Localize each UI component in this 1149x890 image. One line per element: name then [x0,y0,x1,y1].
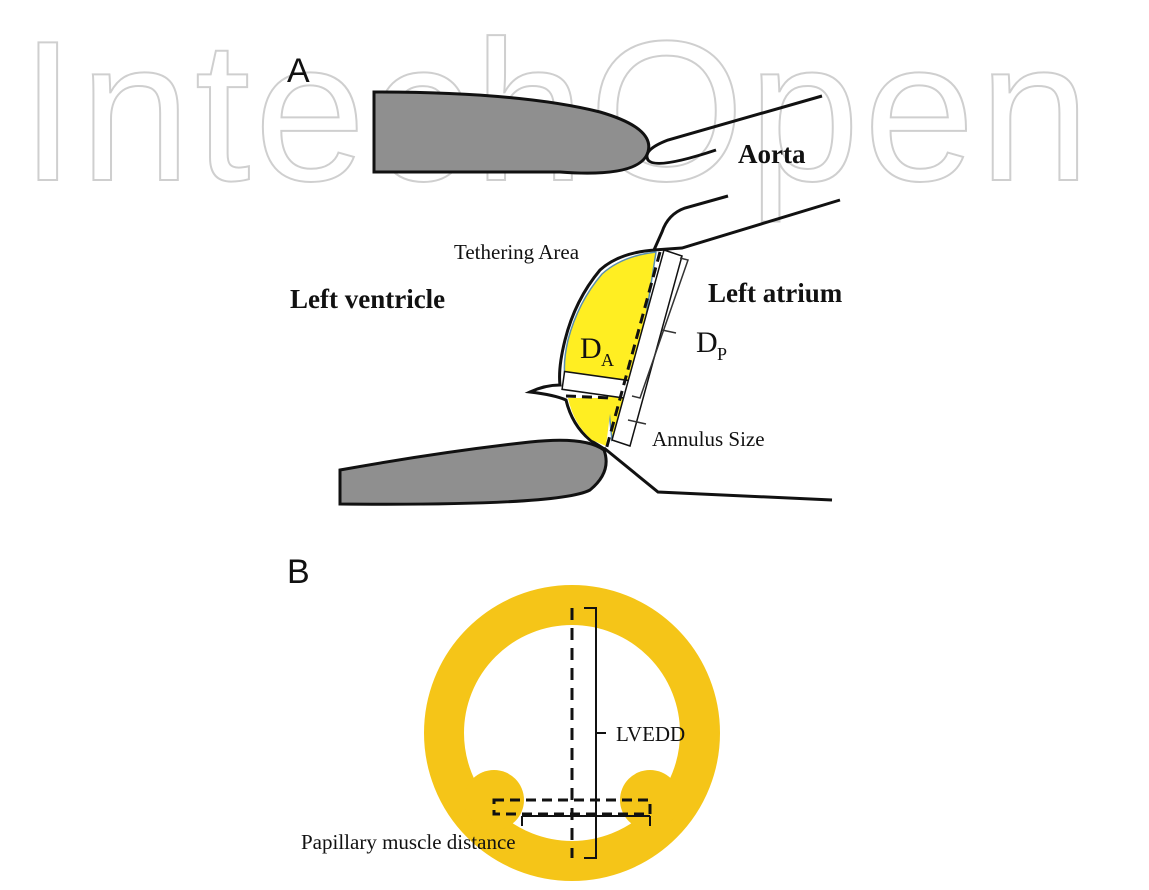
da-label: D [580,332,602,365]
left-ventricle-label: Left ventricle [290,284,445,314]
lvedd-bracket [584,608,596,858]
panel-b-letter: B [287,553,310,591]
tethering-area-label: Tethering Area [454,240,580,264]
left-atrium-label: Left atrium [708,278,843,308]
papillary-distance-label: Papillary muscle distance [301,830,516,854]
panel-b: B LVEDD Papillary muscle distance [287,553,700,861]
dp-label: D [696,326,718,359]
left-atrium-lower-outline [604,448,832,500]
dp-subscript: P [717,344,727,364]
annulus-size-label: Annulus Size [652,427,765,451]
da-subscript: A [601,350,614,370]
aorta-label: Aorta [738,139,806,169]
panel-a-letter: A [287,52,310,90]
dp-bracket-tick [662,330,676,333]
coaptation-dashed-line [566,396,612,398]
lower-tissue-shape [340,440,606,504]
lvedd-label: LVEDD [616,722,685,746]
